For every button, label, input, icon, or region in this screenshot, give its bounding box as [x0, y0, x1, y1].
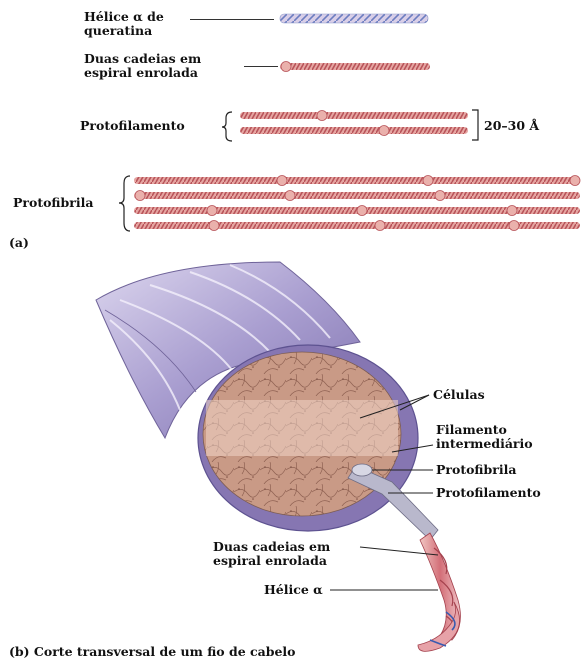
- coiled-coil-b-label-line1: Duas cadeias em: [213, 540, 330, 554]
- panel-b-caption: (b) Corte transversal de um fio de cabel…: [9, 645, 296, 659]
- protofilament-strands: [222, 110, 478, 141]
- cells-label: Células: [433, 388, 485, 402]
- cross-section: [198, 345, 418, 531]
- protofibril-strands: [119, 176, 580, 232]
- helix-b-label: Hélice α: [264, 583, 323, 597]
- alpha-helix-strand: [280, 14, 428, 23]
- coiled-coil-b-label-line2: espiral enrolada: [213, 554, 327, 568]
- protofibril-b-label: Protofibrila: [436, 463, 516, 477]
- coiled-coil-strand: [280, 62, 430, 72]
- intermediate-filament-label-line1: Filamento: [436, 423, 507, 437]
- intermediate-filament-label-line2: intermediário: [436, 437, 533, 451]
- protofilament-b-label: Protofilamento: [436, 486, 541, 500]
